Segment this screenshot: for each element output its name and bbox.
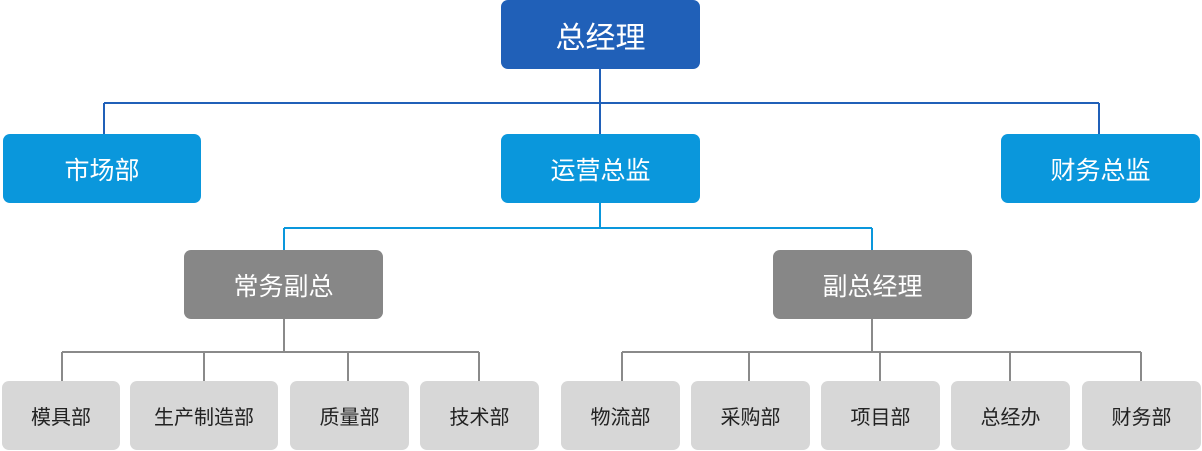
node-dept-purchasing: 采购部 — [691, 381, 810, 450]
node-dept-logistics: 物流部 — [561, 381, 680, 450]
node-dept-mold: 模具部 — [2, 381, 120, 450]
node-dept-technology: 技术部 — [420, 381, 539, 450]
node-deputy-gm: 副总经理 — [773, 250, 972, 319]
node-dept-finance: 财务部 — [1082, 381, 1201, 450]
dept-connectors — [61, 319, 1142, 381]
node-dept-quality: 质量部 — [290, 381, 409, 450]
ops-connectors — [283, 203, 873, 250]
node-executive-vp: 常务副总 — [184, 250, 383, 319]
node-dept-gm-office: 总经办 — [951, 381, 1070, 450]
node-dept-projects: 项目部 — [821, 381, 940, 450]
node-marketing: 市场部 — [3, 134, 201, 203]
node-dept-production: 生产制造部 — [130, 381, 278, 450]
node-operations-director: 运营总监 — [501, 134, 700, 203]
node-finance-director: 财务总监 — [1001, 134, 1200, 203]
root-connectors — [103, 69, 1100, 134]
node-general-manager: 总经理 — [501, 0, 700, 69]
